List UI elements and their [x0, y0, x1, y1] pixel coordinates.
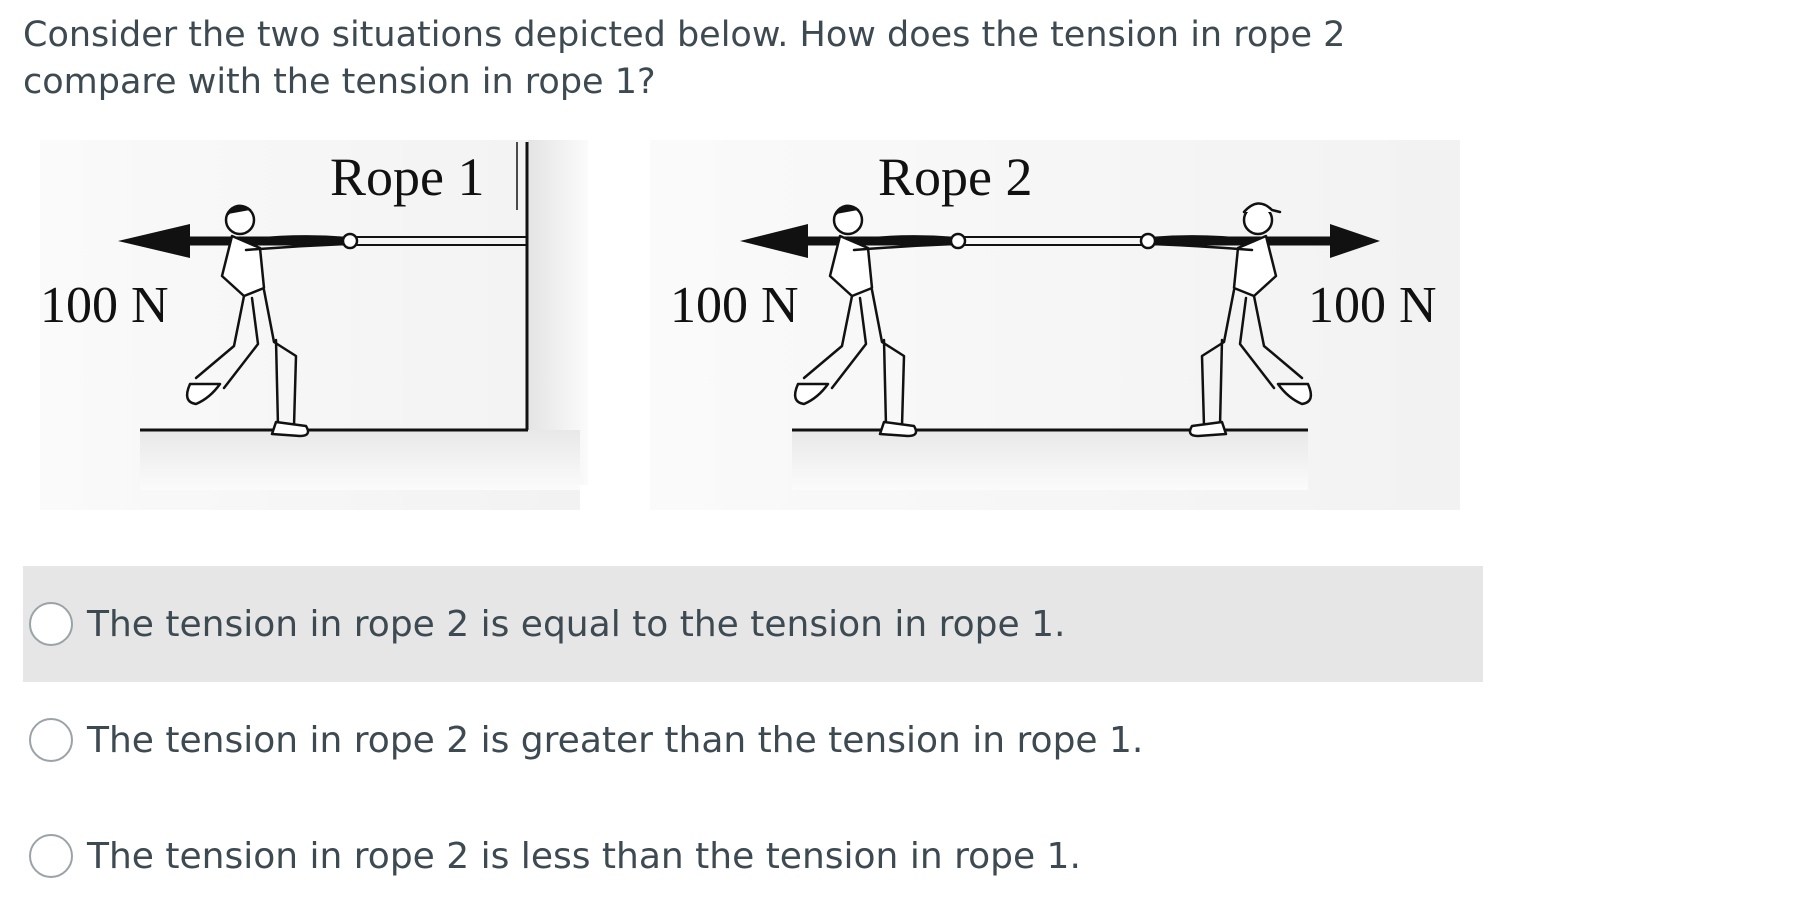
rope-2-label: Rope 2	[878, 147, 1033, 207]
arrowhead-left	[118, 224, 190, 258]
answer-list: The tension in rope 2 is equal to the te…	[23, 566, 1483, 914]
right-panel: Rope 2 100 N 100 N	[650, 140, 1460, 510]
answer-text-1: The tension in rope 2 is equal to the te…	[87, 603, 1066, 645]
answer-option-2[interactable]: The tension in rope 2 is greater than th…	[23, 682, 1483, 798]
answer-option-3[interactable]: The tension in rope 2 is less than the t…	[23, 798, 1483, 914]
force-label-right-panel-left: 100 N	[670, 277, 799, 334]
force-label-right-panel-right: 100 N	[1308, 277, 1437, 334]
question-text: Consider the two situations depicted bel…	[23, 15, 1346, 102]
radio-button-3[interactable]	[29, 834, 73, 878]
left-panel: Rope 1 100 N	[40, 140, 588, 510]
arrowhead-right-panel-right	[1330, 224, 1380, 258]
floor-shadow-left	[140, 430, 580, 490]
wall-shadow	[528, 140, 588, 485]
force-label-left: 100 N	[40, 277, 169, 334]
radio-button-1[interactable]	[29, 602, 73, 646]
radio-button-2[interactable]	[29, 718, 73, 762]
person-right-panel-right	[1139, 202, 1313, 438]
tug-of-war-figure: Rope 1 100 N	[40, 140, 1460, 520]
person-right-panel-left	[793, 204, 967, 438]
answer-text-3: The tension in rope 2 is less than the t…	[87, 835, 1081, 877]
arrowhead-right-panel-left	[740, 224, 808, 258]
rope-1-label: Rope 1	[330, 147, 485, 207]
answer-option-1[interactable]: The tension in rope 2 is equal to the te…	[23, 566, 1483, 682]
floor-shadow-right	[792, 430, 1308, 490]
person-left	[185, 204, 359, 438]
answer-text-2: The tension in rope 2 is greater than th…	[87, 719, 1144, 761]
